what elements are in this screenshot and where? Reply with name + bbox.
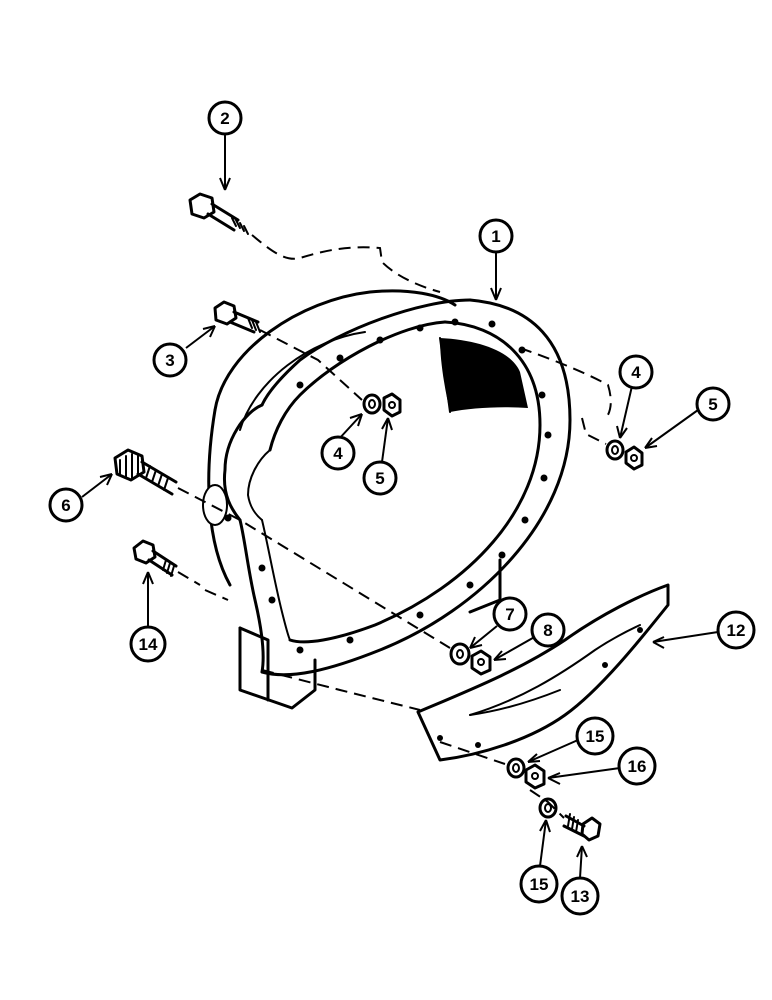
callout-14: 14 bbox=[129, 625, 167, 663]
callout-7: 7 bbox=[492, 596, 528, 632]
svg-text:15: 15 bbox=[586, 727, 605, 746]
callout-4-center: 4 bbox=[320, 435, 356, 471]
svg-text:12: 12 bbox=[727, 621, 746, 640]
inspection-cover-plate bbox=[416, 583, 670, 762]
svg-text:4: 4 bbox=[631, 363, 641, 382]
flywheel-housing bbox=[202, 289, 572, 710]
svg-text:13: 13 bbox=[571, 887, 590, 906]
callout-4-right: 4 bbox=[618, 354, 654, 390]
svg-text:1: 1 bbox=[491, 227, 500, 246]
callout-16: 16 bbox=[617, 746, 657, 786]
callout-12: 12 bbox=[716, 610, 756, 650]
leader-lines bbox=[81, 134, 719, 879]
svg-text:7: 7 bbox=[505, 605, 514, 624]
callout-15-lower: 15 bbox=[519, 864, 559, 904]
callout-5-center: 5 bbox=[362, 460, 398, 496]
assembly-paths bbox=[177, 234, 612, 819]
washer-15-lower bbox=[538, 797, 558, 819]
washer-nut-7-8 bbox=[449, 642, 492, 676]
svg-text:6: 6 bbox=[61, 496, 70, 515]
callout-6: 6 bbox=[48, 487, 84, 523]
svg-text:4: 4 bbox=[333, 444, 343, 463]
svg-text:3: 3 bbox=[165, 351, 174, 370]
callout-3: 3 bbox=[152, 342, 188, 378]
bolt-2 bbox=[188, 192, 249, 235]
washer-nut-15-16 bbox=[506, 757, 546, 790]
svg-text:5: 5 bbox=[708, 395, 717, 414]
bolt-13 bbox=[562, 813, 602, 842]
svg-text:8: 8 bbox=[543, 621, 552, 640]
bolt-3 bbox=[213, 300, 261, 334]
callout-13: 13 bbox=[560, 876, 600, 916]
washer-nut-4-5-right bbox=[605, 439, 644, 471]
bolt-14 bbox=[132, 539, 178, 577]
callout-1: 1 bbox=[478, 218, 514, 254]
callout-15-upper: 15 bbox=[575, 716, 615, 756]
bolt-6 bbox=[113, 448, 178, 496]
callout-2: 2 bbox=[207, 100, 243, 136]
callout-5-right: 5 bbox=[695, 386, 731, 422]
svg-text:2: 2 bbox=[220, 109, 229, 128]
svg-text:15: 15 bbox=[530, 875, 549, 894]
flange-bolt-holes bbox=[224, 318, 552, 654]
svg-text:16: 16 bbox=[628, 757, 647, 776]
svg-text:5: 5 bbox=[375, 469, 384, 488]
callout-8: 8 bbox=[530, 612, 566, 648]
svg-text:14: 14 bbox=[139, 635, 158, 654]
washer-nut-4-5-center bbox=[362, 392, 402, 418]
